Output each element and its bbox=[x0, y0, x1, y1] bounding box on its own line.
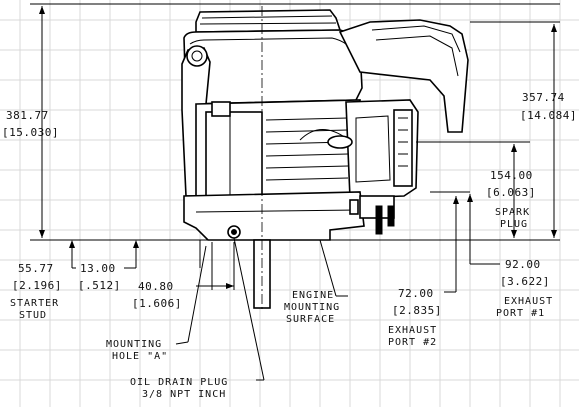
exhaust2-in: [2.835] bbox=[392, 304, 442, 317]
crankcase-sump bbox=[183, 191, 365, 241]
dim-mounting-hole-offset bbox=[196, 242, 235, 290]
dim-overall-height bbox=[39, 6, 45, 238]
label-leaders bbox=[175, 237, 348, 381]
dim-starter-offsets bbox=[69, 240, 201, 269]
dim-exhaust-port-2 bbox=[444, 196, 459, 293]
spark-plug-boot bbox=[327, 135, 353, 149]
offset-mm: 13.00 bbox=[80, 262, 116, 275]
mounting-hole-offset-mm: 40.80 bbox=[138, 280, 174, 293]
dim-exhaust-port-1 bbox=[467, 194, 500, 265]
exhaust1-mm: 92.00 bbox=[505, 258, 541, 271]
right-height-in: [14.084] bbox=[520, 109, 577, 122]
starter-stud-label-line2: STUD bbox=[19, 310, 47, 321]
exhaust-fittings bbox=[349, 195, 395, 235]
overall-height-mm: 381.77 bbox=[6, 109, 49, 122]
muffler-guard bbox=[393, 109, 413, 187]
oil-cap bbox=[186, 45, 208, 67]
right-height-mm: 357.74 bbox=[522, 91, 565, 104]
overall-height-in: [15.030] bbox=[2, 126, 59, 139]
exhaust2-label-line2: PORT #2 bbox=[388, 337, 437, 348]
starter-stud-in: [2.196] bbox=[12, 279, 62, 292]
exhaust1-in: [3.622] bbox=[500, 275, 550, 288]
spark-plug-height-in: [6.063] bbox=[486, 186, 536, 199]
offset-in: [.512] bbox=[78, 279, 121, 292]
air-filter-cap bbox=[195, 9, 342, 33]
exhaust1-label-line2: PORT #1 bbox=[496, 308, 545, 319]
engine-outline bbox=[181, 9, 469, 309]
oil-drain-label-line2: 3/8 NPT INCH bbox=[142, 389, 226, 400]
carburetor-block bbox=[205, 111, 263, 197]
mounting-hole-label-line1: MOUNTING bbox=[106, 339, 162, 350]
dim-spark-plug bbox=[511, 144, 517, 238]
engine-mount-label-line2: MOUNTING bbox=[284, 302, 340, 313]
spark-plug-height-mm: 154.00 bbox=[490, 169, 533, 182]
exhaust2-label-line1: EXHAUST bbox=[388, 325, 437, 336]
fuel-tank bbox=[338, 19, 469, 133]
exhaust1-label-line1: EXHAUST bbox=[504, 296, 553, 307]
spark-plug-label-line1: SPARK bbox=[495, 207, 530, 218]
extension-lines bbox=[30, 3, 560, 241]
starter-stud-mm: 55.77 bbox=[18, 262, 54, 275]
exhaust2-mm: 72.00 bbox=[398, 287, 434, 300]
starter-stud-label-line1: STARTER bbox=[10, 298, 59, 309]
engine-mount-label-line3: SURFACE bbox=[286, 314, 335, 325]
dim-right-height bbox=[551, 24, 557, 238]
mounting-hole-label-line2: HOLE "A" bbox=[112, 351, 168, 362]
spark-plug-label-line2: PLUG bbox=[500, 219, 528, 230]
blower-housing bbox=[183, 29, 363, 105]
carburetor-top bbox=[211, 101, 231, 117]
oil-drain-label-line1: OIL DRAIN PLUG bbox=[130, 377, 228, 388]
mounting-hole-offset-in: [1.606] bbox=[132, 297, 182, 310]
engine-mount-label-line1: ENGINE bbox=[292, 290, 334, 301]
